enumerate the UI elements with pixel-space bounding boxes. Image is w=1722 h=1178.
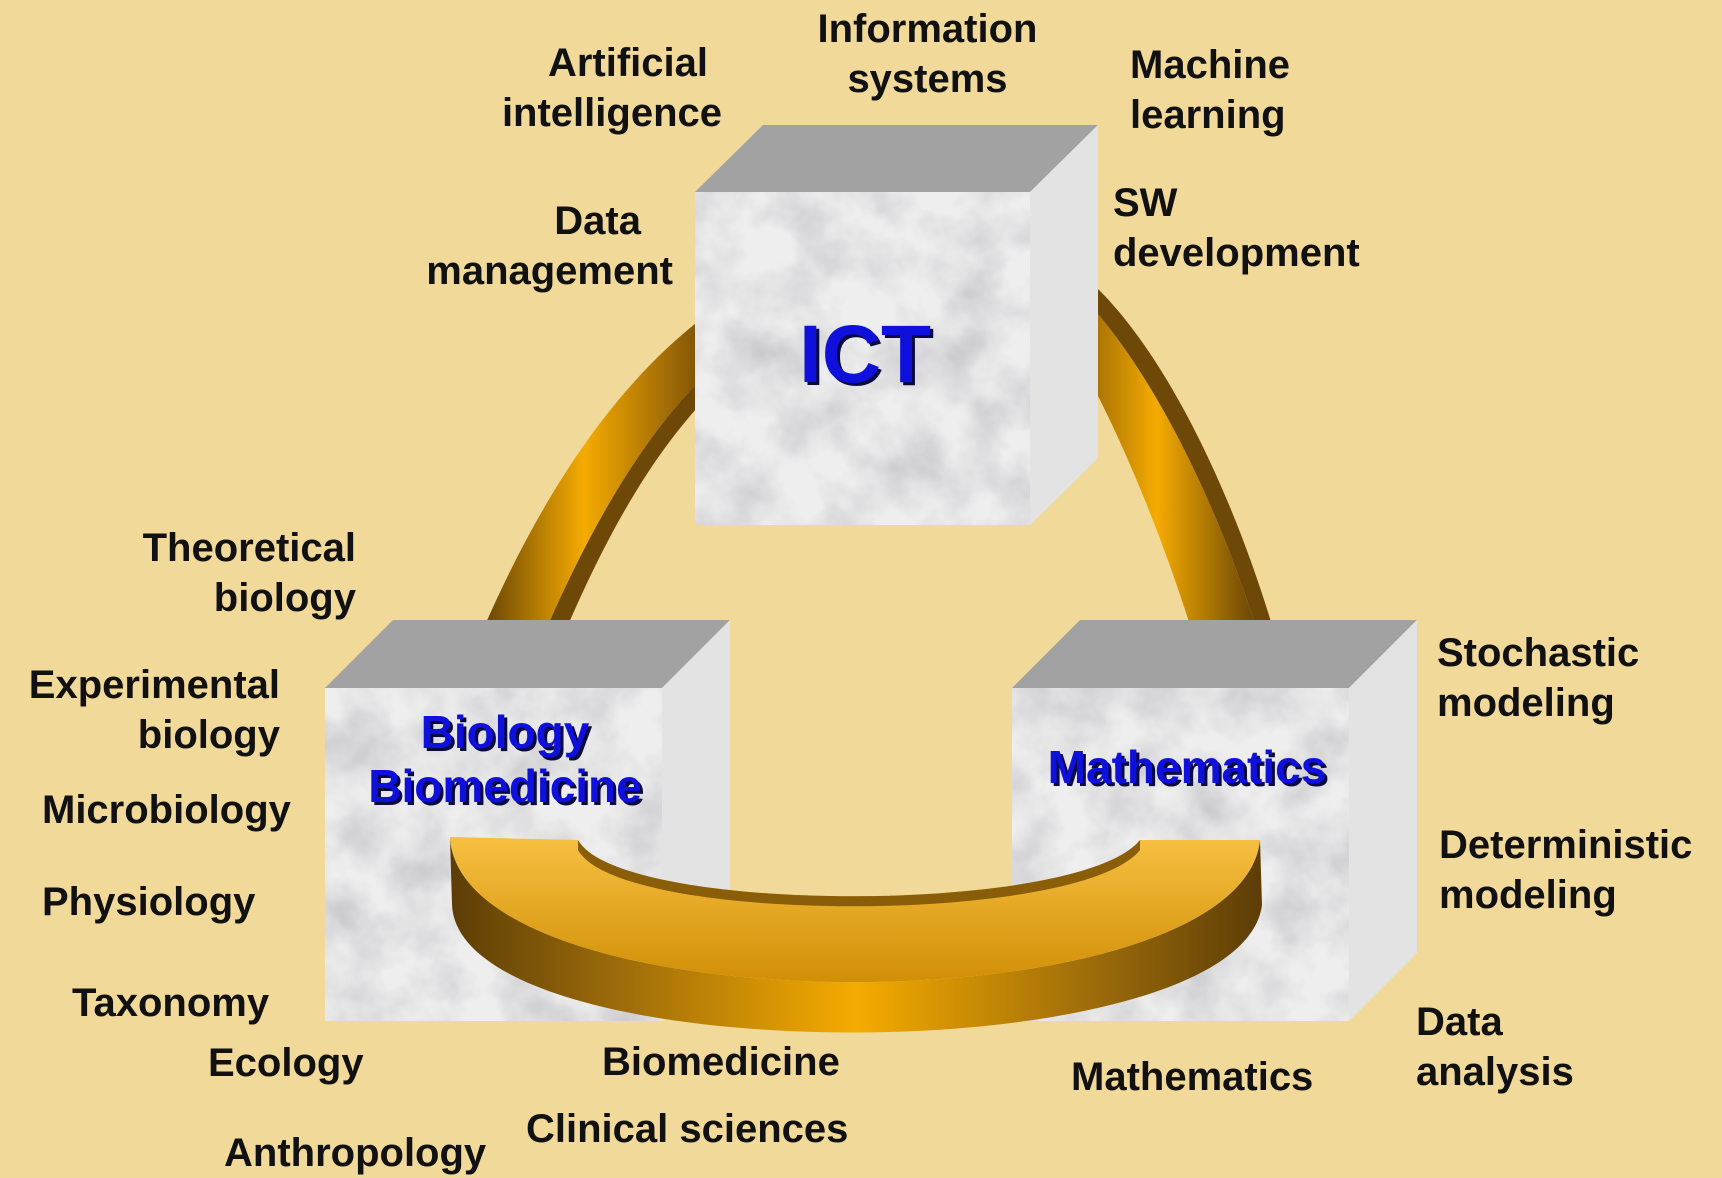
label-data-management: Data management (400, 196, 673, 296)
cube-mathematics-side (1349, 620, 1417, 1021)
ring-arm-biology-mathematics (450, 837, 1262, 1033)
label-information-systems-line2: systems (847, 57, 1008, 101)
label-theoretical-biology-line2: biology (213, 576, 356, 620)
label-microbiology: Microbiology (42, 788, 291, 832)
label-stochastic-modeling: Stochastic modeling (1437, 628, 1639, 728)
label-deterministic-modeling-line2: modeling (1439, 873, 1617, 917)
cube-ict-top (695, 125, 1098, 192)
label-deterministic-modeling: Deterministic modeling (1439, 820, 1692, 920)
label-experimental-biology: Experimental biology (6, 660, 280, 760)
label-theoretical-biology-line1: Theoretical (142, 526, 356, 570)
cube-mathematics-title: Mathematics (1047, 741, 1327, 793)
label-data-management-line1: Data (554, 199, 641, 243)
label-clinical-sciences: Clinical sciences (526, 1107, 849, 1151)
cube-ict-side (1030, 125, 1098, 525)
label-stochastic-modeling-line1: Stochastic (1437, 631, 1640, 675)
cube-ict-title: ICT (798, 309, 932, 400)
label-taxonomy: Taxonomy (72, 981, 270, 1025)
label-information-systems: Information systems (800, 4, 1055, 104)
label-data-management-line2: management (426, 249, 673, 293)
ring-arm-ict-biology (485, 320, 712, 625)
cube-ict-front (695, 192, 1030, 525)
label-experimental-biology-line2: biology (137, 713, 280, 757)
label-artificial-intelligence: Artificial intelligence (460, 38, 722, 138)
label-physiology: Physiology (42, 880, 256, 924)
ring-arm-ict-mathematics (1058, 268, 1272, 625)
label-machine-learning-line2: learning (1130, 93, 1286, 137)
label-artificial-intelligence-line2: intelligence (501, 91, 722, 135)
cube-biology-title: Biology Biomedicine (330, 705, 680, 813)
cube-ict (695, 125, 1098, 525)
label-machine-learning-line1: Machine (1130, 43, 1291, 87)
label-data-analysis: Data analysis (1416, 997, 1574, 1097)
label-mathematics: Mathematics (1071, 1055, 1314, 1099)
label-sw-development-line2: development (1113, 231, 1360, 275)
label-information-systems-line1: Information (817, 7, 1038, 51)
cube-biology-title-line1: Biology (420, 706, 590, 758)
cube-mathematics-top (1012, 620, 1417, 688)
label-biomedicine: Biomedicine (602, 1040, 840, 1084)
cube-biology-top (325, 620, 730, 688)
label-artificial-intelligence-line1: Artificial (547, 41, 708, 85)
label-data-analysis-line1: Data (1416, 1000, 1503, 1044)
label-data-analysis-line2: analysis (1416, 1050, 1574, 1094)
label-theoretical-biology: Theoretical biology (100, 523, 356, 623)
label-machine-learning: Machine learning (1130, 40, 1290, 140)
label-sw-development: SW development (1113, 178, 1360, 278)
label-stochastic-modeling-line2: modeling (1437, 681, 1615, 725)
label-sw-development-line1: SW (1113, 181, 1178, 225)
cube-biology-title-line2: Biomedicine (368, 760, 642, 812)
label-anthropology: Anthropology (224, 1131, 487, 1175)
label-deterministic-modeling-line1: Deterministic (1439, 823, 1693, 867)
label-ecology: Ecology (208, 1041, 364, 1085)
label-experimental-biology-line1: Experimental (28, 663, 280, 707)
